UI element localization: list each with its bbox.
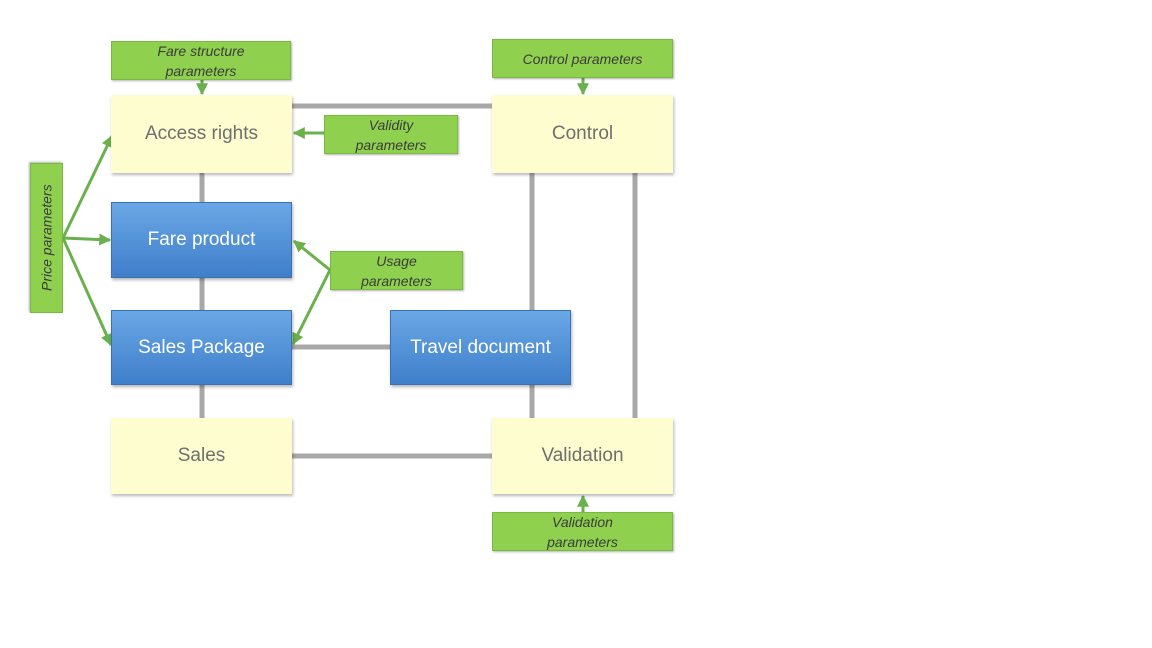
- fare-structure-parameters-box: Fare structure parameters: [111, 41, 291, 80]
- price-parameters-box: Price parameters: [30, 163, 63, 313]
- sales-package-label: Sales Package: [138, 336, 265, 358]
- validity-parameters-box: Validity parameters: [324, 115, 458, 154]
- control-label: Control: [551, 123, 614, 144]
- validation-parameters-box: Validation parameters: [492, 512, 673, 551]
- arrow-price-fareproduct: [62, 233, 112, 246]
- control-parameters-box: Control parameters: [492, 39, 673, 78]
- validation-box: Validation: [492, 418, 673, 494]
- usage-parameters-box: Usage parameters: [330, 251, 463, 290]
- access-rights-label: Access rights: [145, 123, 258, 144]
- fare-product-box: Fare product: [111, 202, 292, 278]
- sales-package-box: Sales Package: [111, 310, 292, 385]
- arrow-usage-fareproduct: [293, 239, 331, 272]
- validation-label: Validation: [541, 445, 624, 466]
- price-parameters-label: Price parameters: [38, 184, 55, 292]
- validation-parameters-label: Validation parameters: [547, 513, 618, 550]
- fare-product-label: Fare product: [147, 229, 256, 250]
- arrow-price-access: [61, 134, 114, 239]
- control-box: Control: [492, 95, 673, 173]
- sales-label: Sales: [177, 445, 226, 466]
- travel-document-box: Travel document: [390, 310, 571, 385]
- arrow-usage-salespackage: [291, 269, 332, 346]
- fare-structure-parameters-label: Fare structure parameters: [157, 42, 245, 79]
- arrow-price-salespackage: [61, 237, 113, 347]
- validity-parameters-label: Validity parameters: [355, 116, 427, 153]
- usage-parameters-label: Usage parameters: [361, 252, 432, 289]
- sales-box: Sales: [111, 418, 292, 494]
- control-parameters-label: Control parameters: [522, 50, 643, 67]
- travel-document-label: Travel document: [410, 336, 551, 358]
- access-rights-box: Access rights: [111, 95, 292, 173]
